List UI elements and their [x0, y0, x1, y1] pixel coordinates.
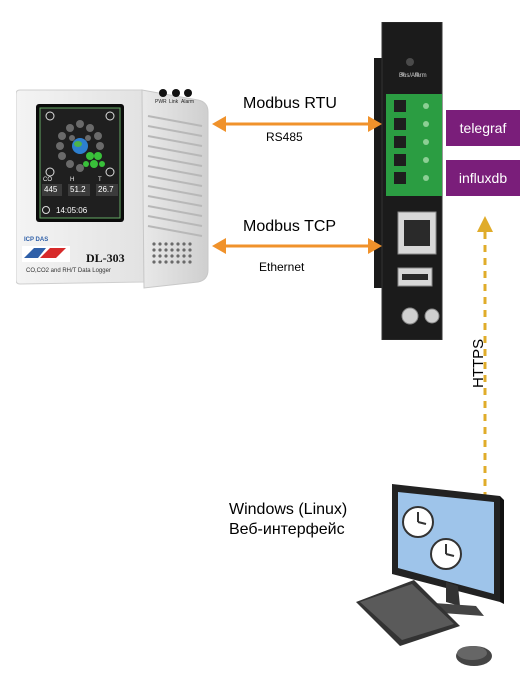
gateway-device: Bus/Alarm [368, 22, 446, 340]
logger-model: DL-303 [86, 251, 125, 265]
gateway-device-drawing [374, 22, 443, 340]
reading-value-h: 51.2 [70, 185, 86, 194]
modbus-rtu-arrow [212, 116, 382, 132]
dl-303-device-drawing [16, 89, 209, 289]
client-computer-drawing [356, 484, 504, 666]
logger-brand: ICP DAS [24, 237, 49, 243]
led-label-alarm: Alarm [181, 99, 195, 105]
reading-label-t: T [98, 177, 102, 183]
rs485-label: RS485 [266, 130, 303, 144]
dl-303-device: PWR Link Alarm CO H T 445 51.2 26.7 14:0… [16, 86, 212, 290]
modbus-tcp-label: Modbus TCP [243, 218, 337, 235]
modbus-tcp-arrow [212, 238, 382, 254]
logger-clock: 14:05:06 [56, 206, 88, 215]
https-label: HTTPS [470, 338, 487, 388]
influxdb-badge: influxdb [446, 160, 520, 196]
logger-caption: CO,CO2 and RH/T Data Logger [26, 268, 111, 274]
gateway-port-label: Bus/Alarm [399, 73, 427, 79]
reading-label-h: H [70, 177, 75, 183]
ethernet-label: Ethernet [259, 260, 305, 274]
client-computer [350, 478, 510, 670]
telegraf-badge: telegraf [446, 110, 520, 146]
reading-value-co: 445 [44, 185, 58, 194]
reading-label-co: CO [43, 177, 52, 183]
led-label-link: Link [169, 99, 179, 105]
client-os-label: Windows (Linux) [229, 501, 348, 518]
led-label-pwr: PWR [155, 99, 167, 105]
reading-value-t: 26.7 [98, 185, 114, 194]
client-web-ui-label: Веб-интерфейс [229, 521, 345, 538]
modbus-rtu-label: Modbus RTU [243, 95, 337, 112]
